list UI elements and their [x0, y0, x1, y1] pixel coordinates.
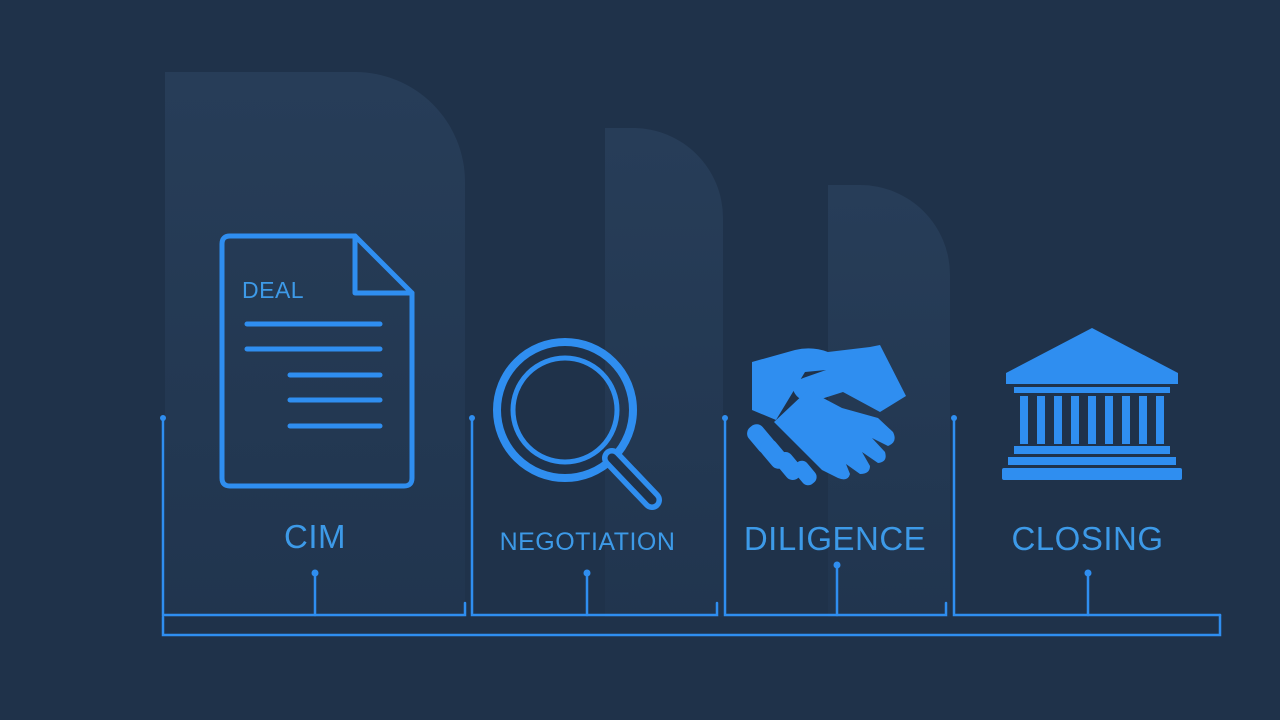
stage-panel-cim: [165, 72, 465, 617]
stage-label-diligence: DILIGENCE: [743, 520, 927, 557]
timeline-bar: [161, 613, 1222, 637]
bracket-diligence: [723, 416, 948, 617]
document-icon-text: DEAL: [242, 277, 305, 303]
stage-label-cim: CIM: [284, 518, 346, 555]
bracket-negotiation: [470, 416, 719, 617]
bracket-closing: [952, 416, 1222, 617]
stage-label-negotiation: NEGOTIATION: [499, 528, 676, 556]
stage-label-closing: CLOSING: [1011, 520, 1164, 557]
